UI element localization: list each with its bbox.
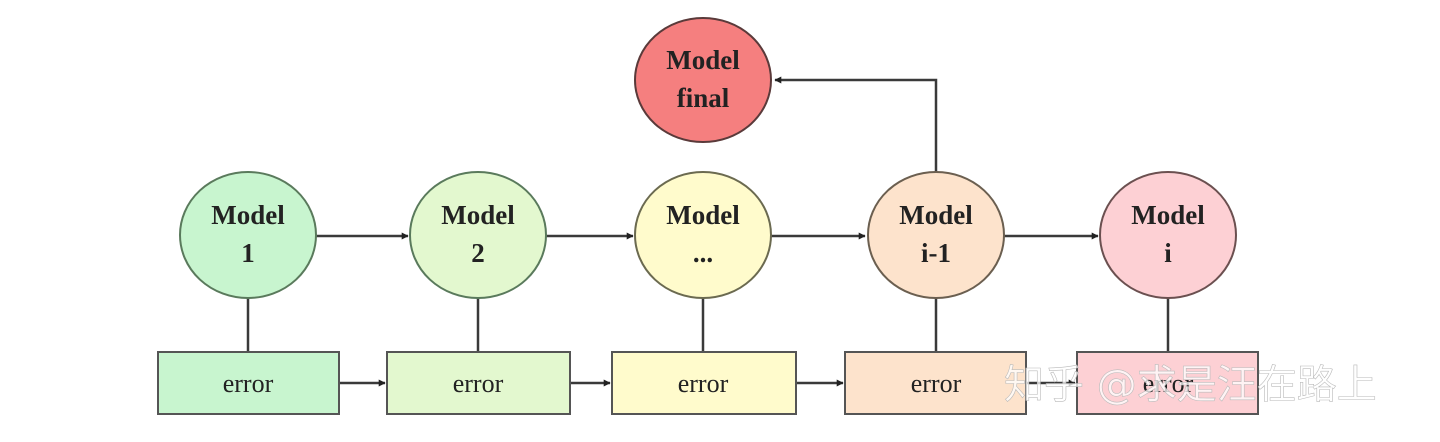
model-node-2-line2: 2 xyxy=(471,238,485,268)
model-node-5-line2: i xyxy=(1164,238,1172,268)
error-box-4: error xyxy=(844,351,1027,415)
model-node-4-circle xyxy=(867,171,1005,299)
error-box-1: error xyxy=(157,351,340,415)
model-node-5: Model i xyxy=(1099,171,1237,299)
model-node-3-line2: ... xyxy=(693,238,713,268)
error-box-3-rect xyxy=(611,351,797,415)
model-node-1-circle xyxy=(179,171,317,299)
model-node-final-line1: Model xyxy=(666,45,740,75)
error-box-3: error xyxy=(611,351,797,415)
error-box-2-label: error xyxy=(453,369,504,398)
model-node-2: Model 2 xyxy=(409,171,547,299)
model-node-1-line1: Model xyxy=(211,200,285,230)
error-box-2-rect xyxy=(386,351,571,415)
model-node-final: Model final xyxy=(634,17,772,143)
model-node-2-circle xyxy=(409,171,547,299)
error-box-5: error xyxy=(1076,351,1259,415)
error-box-4-rect xyxy=(844,351,1027,415)
error-box-2: error xyxy=(386,351,571,415)
watermark: 知乎 @求是汪在路上 xyxy=(1004,362,1377,408)
model-node-final-line2: final xyxy=(677,83,730,113)
stems xyxy=(246,298,1170,352)
model-node-3-circle xyxy=(634,171,772,299)
error-box-5-label: error xyxy=(1143,369,1194,398)
error-box-1-label: error xyxy=(223,369,274,398)
model-node-5-line1: Model xyxy=(1131,200,1205,230)
error-box-5-rect xyxy=(1076,351,1259,415)
error-box-1-rect xyxy=(157,351,340,415)
model-node-4-line2: i-1 xyxy=(921,238,951,268)
model-node-2-line1: Model xyxy=(441,200,515,230)
model-node-final-circle xyxy=(634,17,772,143)
model-node-4-line1: Model xyxy=(899,200,973,230)
arrow-m4-final xyxy=(774,76,938,172)
model-node-3: Model ... xyxy=(634,171,772,299)
model-node-5-circle xyxy=(1099,171,1237,299)
model-arrows xyxy=(316,76,1099,240)
model-node-4: Model i-1 xyxy=(867,171,1005,299)
model-node-3-line1: Model xyxy=(666,200,740,230)
error-box-3-label: error xyxy=(678,369,729,398)
error-box-4-label: error xyxy=(911,369,962,398)
model-node-1-line2: 1 xyxy=(241,238,255,268)
model-node-1: Model 1 xyxy=(179,171,317,299)
